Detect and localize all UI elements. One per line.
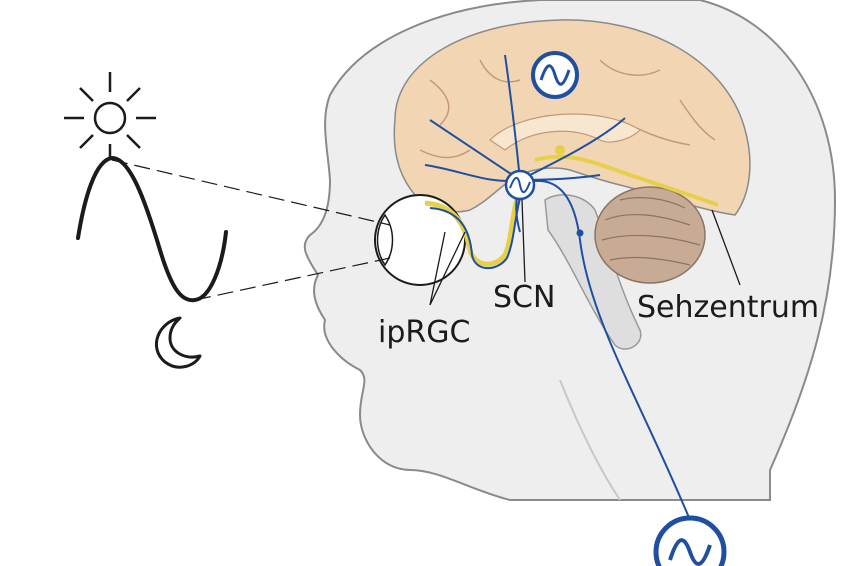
lgn-dot — [555, 145, 565, 155]
pathway-node — [576, 229, 584, 237]
crescent-moon-icon — [154, 316, 202, 369]
eye-lens — [376, 213, 394, 267]
sun-icon — [64, 72, 156, 160]
brain-fold-lines — [419, 59, 716, 159]
scn-label: SCN — [493, 280, 556, 315]
light-ray-lower — [194, 257, 391, 301]
cerebellum-folia — [601, 197, 701, 266]
light-ray-upper — [111, 159, 391, 226]
neck-outline — [559, 379, 621, 501]
scn-projections — [424, 54, 626, 233]
brainstem — [544, 194, 642, 350]
peripheral-clock-icon — [653, 515, 727, 566]
iprgc-leader-lines — [429, 231, 466, 306]
scn-leader-line — [521, 199, 526, 283]
oscillator-wave-icon — [531, 51, 579, 99]
descending-pathway — [527, 179, 691, 521]
day-night-wave — [76, 155, 228, 303]
scn-clock-icon — [504, 169, 536, 201]
iprgc-label: ipRGC — [378, 315, 471, 350]
corpus-callosum — [489, 113, 641, 151]
sehzentrum-label: Sehzentrum — [637, 290, 820, 325]
optic-nerve-blue — [429, 191, 523, 270]
cerebellum — [594, 186, 706, 284]
sehzentrum-leader-line — [711, 209, 741, 286]
